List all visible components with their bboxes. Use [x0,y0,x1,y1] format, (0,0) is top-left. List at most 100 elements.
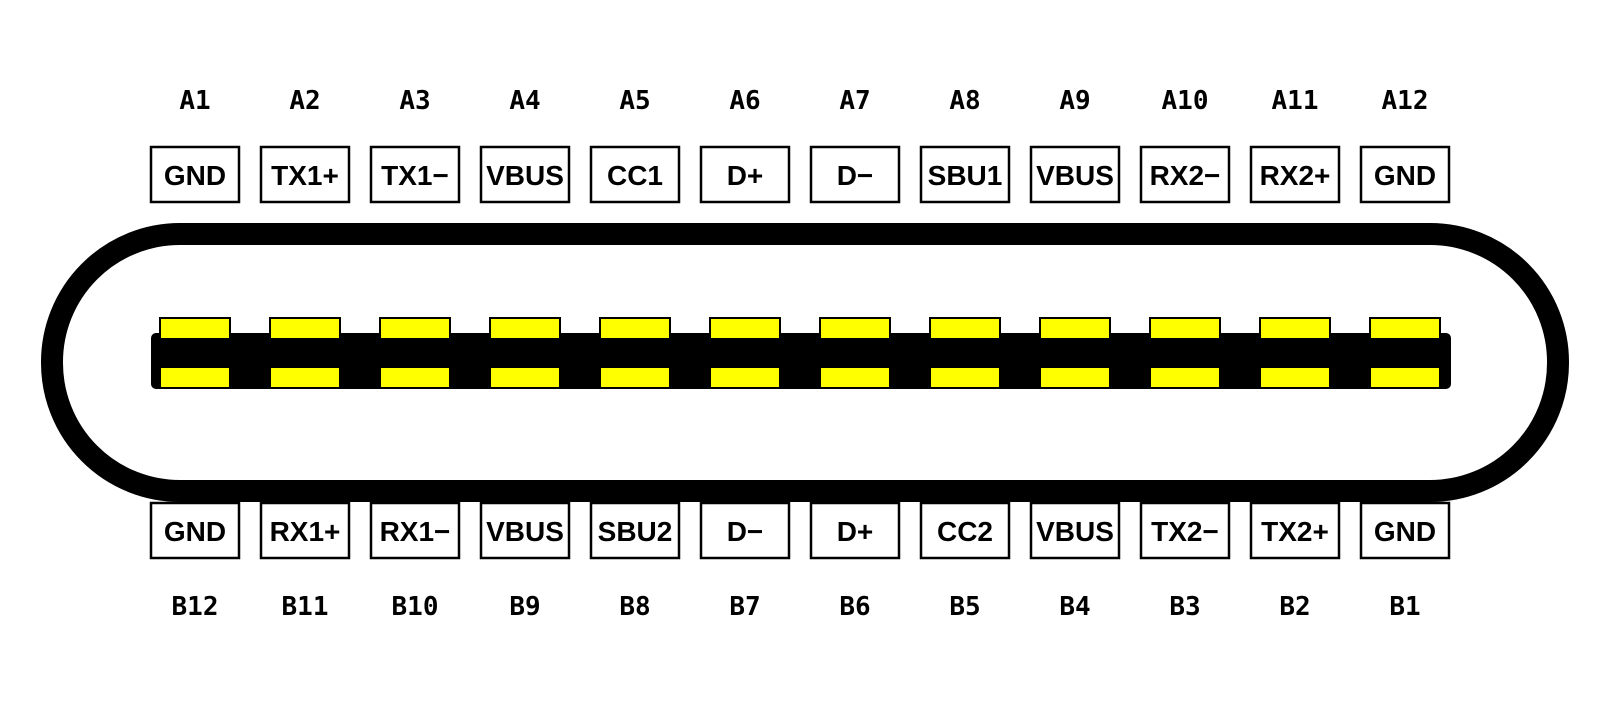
pin-id-b9: B9 [509,592,540,622]
signal-box-b11 [259,501,351,560]
signal-box-a8 [919,145,1011,204]
pin-id-b6: B6 [839,592,870,622]
contact-b8 [599,366,671,389]
signal-box-b5 [919,501,1011,560]
contact-b11 [269,366,341,389]
signal-box-b12 [149,501,241,560]
pin-id-b11: B11 [282,592,329,622]
pin-id-b4: B4 [1059,592,1090,622]
signal-label-b11: RX1+ [270,516,341,547]
signal-label-b2: TX2+ [1261,516,1329,547]
contact-a1 [159,317,231,340]
pin-id-a11: A11 [1272,86,1319,116]
pin-id-b1: B1 [1389,592,1420,622]
row-a-signals: GND TX1+ TX1− VBUS CC1 D+ D− SBU1 VBUS RX2− RX2+ GN… [149,145,1451,204]
signal-label-b10: RX1− [380,516,451,547]
signal-label-b9: VBUS [486,516,564,547]
signal-label-a1: GND [164,160,226,191]
signal-label-a4: VBUS [486,160,564,191]
pin-id-a1: A1 [179,86,210,116]
contact-b12 [159,366,231,389]
contact-b7 [709,366,781,389]
signal-box-a6 [699,145,791,204]
signal-label-a9: VBUS [1036,160,1114,191]
signal-box-a1 [149,145,241,204]
signal-box-b9 [479,501,571,560]
row-b-contacts [159,366,1441,389]
row-a-contacts [159,317,1441,340]
pin-id-a4: A4 [509,86,540,116]
signal-label-b6: D+ [837,516,874,547]
pin-id-a5: A5 [619,86,650,116]
contact-a2 [269,317,341,340]
pin-id-b3: B3 [1169,592,1200,622]
pin-id-a3: A3 [399,86,430,116]
pin-id-a2: A2 [289,86,320,116]
signal-box-b2 [1249,501,1341,560]
signal-label-b7: D− [727,516,764,547]
signal-box-b7 [699,501,791,560]
signal-box-a4 [479,145,571,204]
contact-b4 [1039,366,1111,389]
signal-box-a12 [1359,145,1451,204]
pin-id-a10: A10 [1162,86,1209,116]
signal-box-a3 [369,145,461,204]
signal-box-a11 [1249,145,1341,204]
signal-box-a2 [259,145,351,204]
signal-box-a9 [1029,145,1121,204]
pin-id-b8: B8 [619,592,650,622]
signal-box-b1 [1359,501,1451,560]
contact-b1 [1369,366,1441,389]
contact-a7 [819,317,891,340]
signal-box-a5 [589,145,681,204]
pin-id-a9: A9 [1059,86,1090,116]
contact-b6 [819,366,891,389]
signal-box-b3 [1139,501,1231,560]
pin-id-b2: B2 [1279,592,1310,622]
contact-a6 [709,317,781,340]
signal-label-a6: D+ [727,160,764,191]
contact-b3 [1149,366,1221,389]
contact-b5 [929,366,1001,389]
contact-b2 [1259,366,1331,389]
signal-label-a7: D− [837,160,874,191]
pin-id-b10: B10 [392,592,439,622]
pin-id-b7: B7 [729,592,760,622]
signal-box-a7 [809,145,901,204]
signal-label-a3: TX1− [381,160,449,191]
signal-box-b6 [809,501,901,560]
contact-a4 [489,317,561,340]
row-b-signals: GND RX1+ RX1− VBUS SBU2 D− D+ CC2 VBUS TX2− TX2+ GN… [149,501,1451,560]
signal-label-a12: GND [1374,160,1436,191]
signal-label-b3: TX2− [1151,516,1219,547]
signal-label-b8: SBU2 [598,516,673,547]
contact-a10 [1149,317,1221,340]
contact-a12 [1369,317,1441,340]
signal-label-a10: RX2− [1150,160,1221,191]
signal-label-b4: VBUS [1036,516,1114,547]
pin-id-a12: A12 [1382,86,1429,116]
signal-box-b4 [1029,501,1121,560]
contact-a11 [1259,317,1331,340]
signal-label-a2: TX1+ [271,160,339,191]
connector-tongue [151,333,1451,389]
pin-id-b12: B12 [172,592,219,622]
pin-id-a6: A6 [729,86,760,116]
signal-label-b5: CC2 [937,516,993,547]
signal-label-a8: SBU1 [928,160,1003,191]
signal-label-a5: CC1 [607,160,663,191]
signal-label-b1: GND [1374,516,1436,547]
signal-label-b12: GND [164,516,226,547]
signal-box-a10 [1139,145,1231,204]
contact-a5 [599,317,671,340]
signal-box-b8 [589,501,681,560]
contact-a8 [929,317,1001,340]
signal-box-b10 [369,501,461,560]
pin-id-b5: B5 [949,592,980,622]
contact-b10 [379,366,451,389]
signal-label-a11: RX2+ [1260,160,1331,191]
contact-a3 [379,317,451,340]
pin-id-a8: A8 [949,86,980,116]
